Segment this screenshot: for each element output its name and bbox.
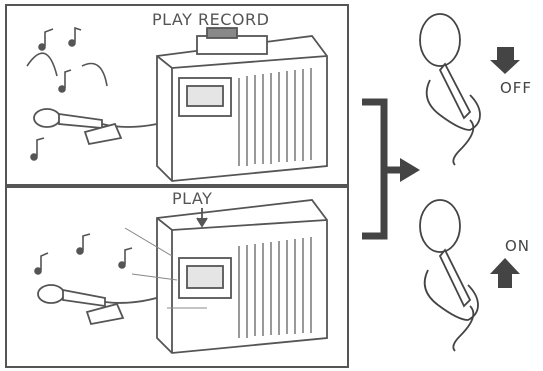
mic-off-illustration	[420, 14, 480, 165]
up-arrow-icon	[490, 258, 520, 288]
down-arrow-icon	[490, 47, 520, 74]
mic-on-illustration	[420, 200, 478, 351]
bracket	[362, 102, 400, 236]
on-label: ON	[505, 237, 530, 255]
off-label: OFF	[500, 79, 532, 97]
right-arrow	[400, 158, 420, 182]
